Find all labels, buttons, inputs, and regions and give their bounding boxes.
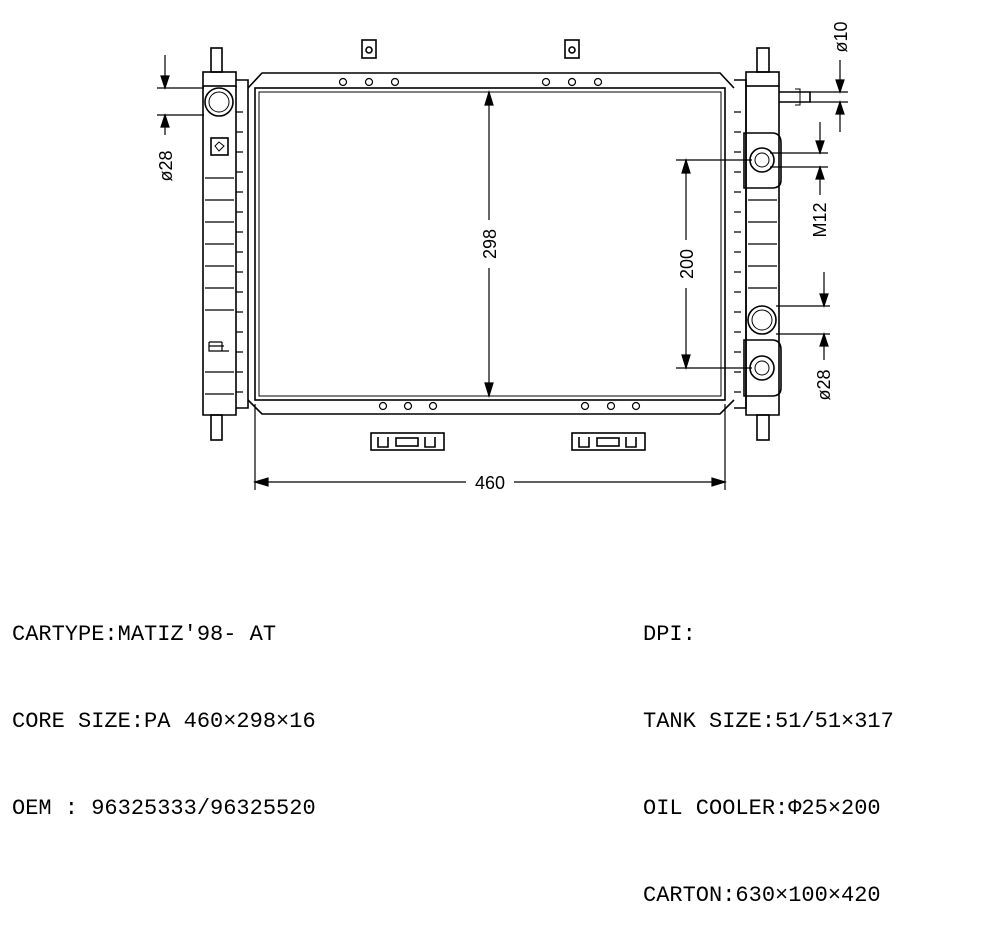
spec-dpi: DPI: xyxy=(643,622,696,647)
oil-cooler-boss-bottom xyxy=(743,339,782,397)
top-mount-bracket-right xyxy=(564,39,580,59)
top-mount-bracket-left xyxy=(361,39,377,59)
small-vent-pipe xyxy=(779,91,811,103)
dim-small-pipe: ø10 xyxy=(831,21,851,52)
oil-cooler-boss-top xyxy=(743,132,782,189)
radiator-core xyxy=(254,87,726,401)
dim-core-height: 298 xyxy=(480,229,500,259)
dim-thread: M12 xyxy=(810,202,830,237)
spec-cartype: CARTYPE:MATIZ'98- AT xyxy=(12,622,277,647)
spec-carton: CARTON:630×100×420 xyxy=(643,883,881,908)
left-inlet-pipe xyxy=(204,87,234,117)
bottom-clip-left xyxy=(370,432,445,451)
right-tank xyxy=(734,47,811,441)
dim-inlet-pipe: ø28 xyxy=(156,150,176,181)
radiator-drawing: 460 298 200 ø28 ø10 M12 ø28 xyxy=(156,21,851,493)
right-outlet-pipe xyxy=(747,305,777,335)
dim-core-width: 460 xyxy=(475,473,505,493)
bottom-header-plate xyxy=(247,399,735,415)
spec-block-right: DPI: TANK SIZE:51/51×317 OIL COOLER:Φ25×… xyxy=(643,562,894,939)
spec-oil-cooler: OIL COOLER:Φ25×200 xyxy=(643,796,881,821)
dim-cooler-spacing: 200 xyxy=(677,249,697,279)
spec-core-size: CORE SIZE:PA 460×298×16 xyxy=(12,709,316,734)
dim-outlet-pipe: ø28 xyxy=(814,369,834,400)
top-header-plate xyxy=(247,72,735,89)
spec-tank-size: TANK SIZE:51/51×317 xyxy=(643,709,894,734)
header-holes xyxy=(338,77,641,411)
spec-oem: OEM : 96325333/96325520 xyxy=(12,796,316,821)
bottom-clip-right xyxy=(571,432,646,451)
left-tank xyxy=(202,47,249,441)
spec-block-left: CARTYPE:MATIZ'98- AT CORE SIZE:PA 460×29… xyxy=(12,562,316,852)
